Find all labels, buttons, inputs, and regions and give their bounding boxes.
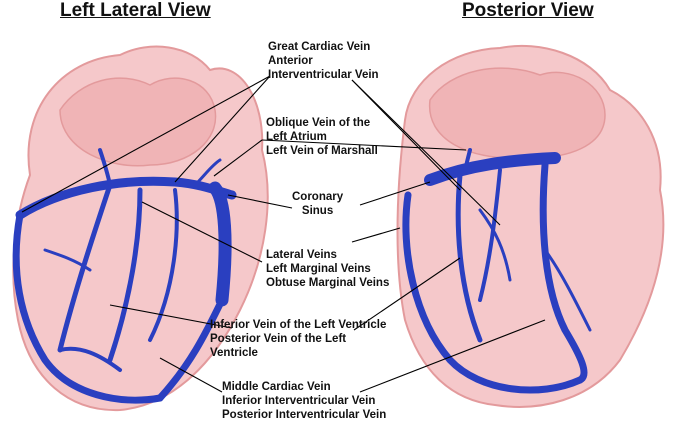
left-branch-a xyxy=(58,346,122,372)
posterior-heart xyxy=(396,44,665,408)
left-coronary-sinus xyxy=(208,181,232,307)
left-branch-d xyxy=(193,158,222,187)
right-inferior-vein xyxy=(455,172,483,343)
label-middle-cardiac-line1: Middle Cardiac Vein xyxy=(222,381,331,393)
label-coronary-line2: Sinus xyxy=(301,205,334,217)
right-coronary-sinus xyxy=(424,152,561,186)
label-lateral-line2: Left Marginal Veins xyxy=(266,263,371,275)
label-great-cardiac-line2: Anterior xyxy=(268,55,313,67)
left-lateral-heart xyxy=(12,45,269,412)
left-lateral-vein-2 xyxy=(107,187,143,363)
left-branch-b xyxy=(98,148,112,187)
label-oblique-line2: Left Atrium xyxy=(266,131,327,143)
label-middle-cardiac-line3: Posterior Interventricular Vein xyxy=(222,409,387,421)
label-middle-cardiac-line2: Inferior Interventricular Vein xyxy=(222,395,376,407)
label-inferior-vein: Inferior Vein of the Left Ventricle Post… xyxy=(210,318,386,360)
label-great-cardiac-line3: Interventricular Vein xyxy=(268,69,379,81)
label-oblique-line1: Oblique Vein of the xyxy=(266,117,371,129)
left-inferior-vein xyxy=(156,296,226,402)
left-lateral-view-title: Left Lateral View xyxy=(60,0,211,21)
label-middle-cardiac-vein: Middle Cardiac Vein Inferior Interventri… xyxy=(222,380,386,422)
left-lateral-vein-3 xyxy=(148,188,179,342)
right-heart-atrium xyxy=(429,67,606,159)
label-oblique-line3: Left Vein of Marshall xyxy=(266,145,378,157)
left-lateral-vein-1 xyxy=(57,182,113,353)
label-inferior-line2: Posterior Vein of the Left xyxy=(210,333,347,345)
posterior-view-title: Posterior View xyxy=(462,0,594,21)
right-middle-cardiac-vein xyxy=(539,161,588,384)
label-coronary-sinus: Coronary Sinus xyxy=(292,190,343,218)
label-great-cardiac-line1: Great Cardiac Vein xyxy=(268,41,371,53)
right-branch-4 xyxy=(543,248,592,332)
label-inferior-line1: Inferior Vein of the Left Ventricle xyxy=(210,319,387,331)
left-veins xyxy=(12,148,237,404)
left-marginal-vein-outer xyxy=(12,211,164,404)
left-branch-c xyxy=(43,248,92,272)
label-lateral-line1: Lateral Veins xyxy=(266,249,337,261)
right-veins xyxy=(402,148,592,394)
label-coronary-line1: Coronary xyxy=(292,191,344,203)
right-outer-vein xyxy=(402,191,584,394)
right-branch-2 xyxy=(478,208,512,282)
label-lateral-line3: Obtuse Marginal Veins xyxy=(266,277,390,289)
right-branch-1 xyxy=(478,168,502,302)
label-lateral-veins: Lateral Veins Left Marginal Veins Obtuse… xyxy=(266,248,389,290)
label-great-cardiac-vein: Great Cardiac Vein Anterior Interventric… xyxy=(268,40,379,82)
label-inferior-line3: Ventricle xyxy=(210,347,258,359)
right-branch-3 xyxy=(463,148,472,174)
left-heart-atrium xyxy=(59,77,217,167)
label-oblique-vein: Oblique Vein of the Left Atrium Left Vei… xyxy=(266,116,378,158)
leader-lines xyxy=(21,75,546,393)
